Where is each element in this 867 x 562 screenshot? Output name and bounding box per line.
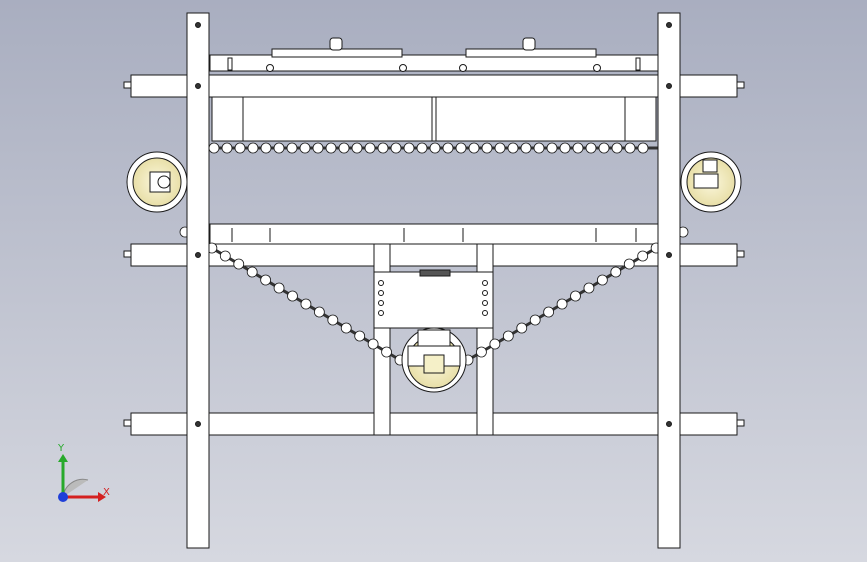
chain-link: [611, 142, 623, 154]
chain-link: [260, 274, 272, 286]
chain-link: [556, 298, 568, 310]
chain-link: [429, 142, 441, 154]
chain-link: [543, 306, 555, 318]
chain-link: [455, 142, 467, 154]
chain-link: [325, 142, 337, 154]
chain-link: [208, 142, 220, 154]
chain-link: [570, 290, 581, 302]
chain-link: [546, 142, 558, 154]
chain-link: [416, 142, 428, 154]
chain-link: [596, 274, 608, 286]
upper-chain: [208, 142, 658, 154]
upper-crossbeam: [123, 74, 745, 98]
chain-link: [246, 266, 258, 278]
middle-crossbeam: [123, 223, 745, 267]
chain-link: [442, 142, 454, 154]
chain-link: [489, 338, 501, 350]
chain-link: [585, 142, 597, 154]
chain-link: [351, 142, 363, 154]
chain-link: [273, 142, 285, 154]
chain-link: [381, 346, 392, 358]
chain-link: [299, 142, 311, 154]
chain-link: [377, 142, 389, 154]
chain-link: [312, 142, 324, 154]
lower-crossbeam: [123, 412, 745, 436]
tensioner-column: [373, 243, 494, 436]
chain-link: [260, 142, 272, 154]
chain-link: [367, 338, 379, 350]
chain-link: [354, 330, 366, 342]
chain-link: [338, 142, 350, 154]
chain-link: [637, 142, 649, 154]
x-axis-label: X: [103, 487, 110, 498]
chain-link: [623, 258, 635, 270]
chain-link: [340, 322, 352, 334]
chain-link: [273, 282, 285, 294]
chain-link: [286, 142, 298, 154]
chain-link: [559, 142, 571, 154]
left-post: [186, 12, 210, 549]
chain-link: [598, 142, 610, 154]
chain-link: [516, 322, 528, 334]
chain-link: [390, 142, 402, 154]
chain-link: [300, 298, 312, 310]
chain-link: [287, 290, 298, 302]
right-sprocket: [680, 151, 742, 213]
chain-link: [533, 142, 545, 154]
chain-link: [494, 142, 506, 154]
chain-link: [520, 142, 532, 154]
tensioner-sprocket: [401, 327, 467, 393]
chain-link: [234, 142, 246, 154]
chain-link: [583, 282, 595, 294]
chain-link: [221, 142, 233, 154]
chain-link: [468, 142, 480, 154]
chain-link: [247, 142, 259, 154]
chain-link: [502, 330, 514, 342]
chain-link: [364, 142, 376, 154]
chain-link: [403, 142, 415, 154]
chain-link: [313, 306, 325, 318]
chain-link: [219, 250, 231, 262]
coordinate-triad-icon: [58, 454, 106, 502]
chain-link: [481, 142, 493, 154]
left-sprocket: [126, 151, 188, 213]
y-axis-label: Y: [58, 443, 65, 454]
chain-link: [610, 266, 622, 278]
right-post: [657, 12, 681, 549]
chain-link: [637, 250, 649, 262]
upper-housing: [211, 96, 657, 142]
chain-link: [572, 142, 584, 154]
chain-link: [529, 314, 541, 326]
chain-link: [624, 142, 636, 154]
chain-link: [327, 314, 339, 326]
chain-link: [233, 258, 245, 270]
chain-link: [507, 142, 519, 154]
z-axis-dot: [58, 492, 68, 502]
chain-link: [476, 346, 487, 358]
